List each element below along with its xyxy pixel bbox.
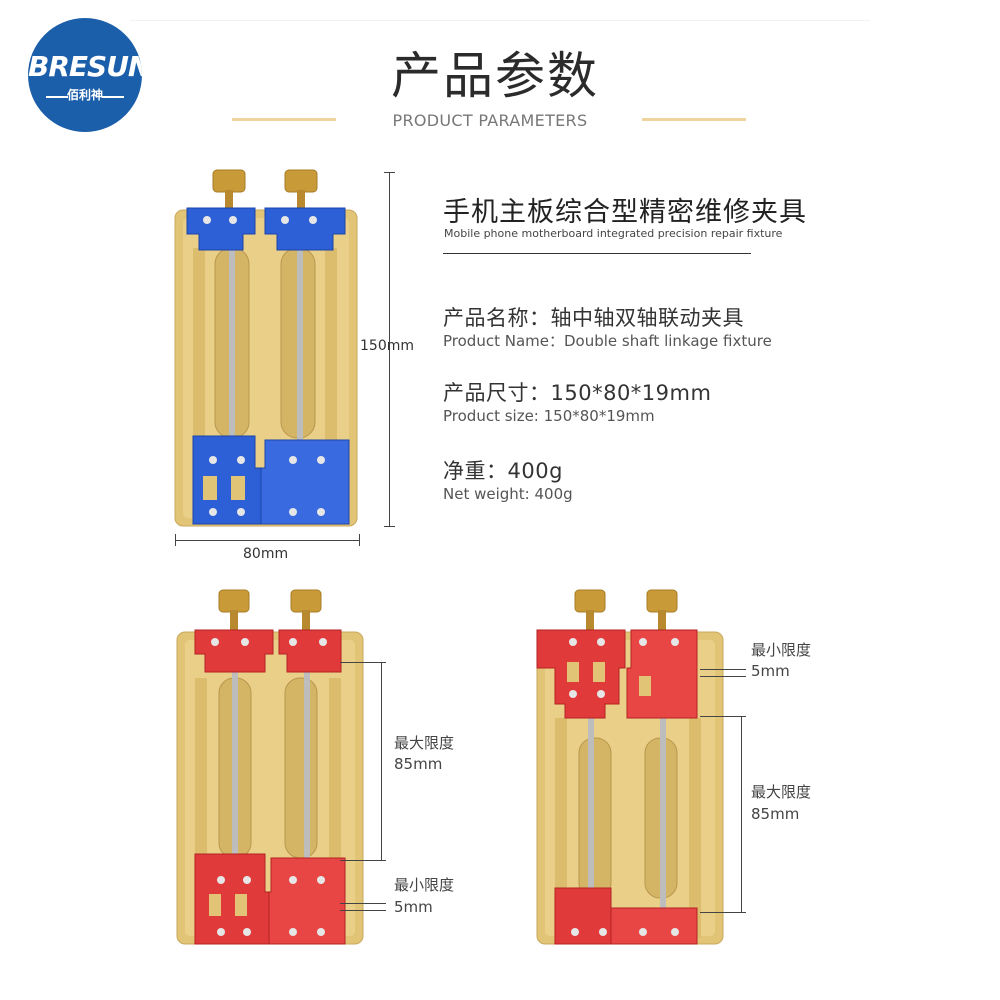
right-max-tick-bottom [700,912,746,913]
top-divider [130,20,870,21]
fixture-red-closed-drawing [536,589,724,945]
logo-line-right [102,96,124,98]
fixture-blue-image [173,168,361,528]
right-max-tick-top [700,716,746,717]
product-name-en: Product Name：Double shaft linkage fixtur… [443,332,772,350]
product-size-en: Product size: 150*80*19mm [443,407,655,425]
height-dimension-line [389,172,390,526]
left-min-limit-label: 最小限度 [394,876,455,894]
right-max-dimension-line [741,716,742,912]
height-dim-tick-bottom [384,526,395,527]
brand-logo: BRESUN 佰利神 [28,18,142,132]
left-min-tick-bottom [340,910,386,911]
left-max-tick-top [340,662,386,663]
section-subtitle: PRODUCT PARAMETERS [392,111,588,130]
logo-wordmark: BRESUN [28,50,142,83]
right-max-limit-label: 最大限度 [751,783,812,801]
left-max-limit-label: 最大限度 [394,734,455,752]
fixture-red-open-drawing [176,589,364,945]
height-dimension-label: 150mm [360,338,414,354]
left-max-dimension-line [381,662,382,860]
product-name-cn: 产品名称：轴中轴双轴联动夹具 [443,306,744,330]
section-title: 产品参数 [391,47,599,105]
left-min-limit-value: 5mm [394,898,433,916]
product-weight-en: Net weight: 400g [443,485,573,503]
logo-subtitle: 佰利神 [66,88,103,102]
width-dimension-label: 80mm [243,546,289,562]
right-min-limit-label: 最小限度 [751,641,812,659]
width-dim-tick-left [175,534,176,546]
product-weight-cn: 净重：400g [443,459,563,483]
heading-accent-right [642,118,746,121]
width-dimension-line [175,540,359,541]
height-dim-tick-top [384,172,395,173]
right-min-limit-value: 5mm [751,662,790,680]
product-title: 手机主板综合型精密维修夹具 [443,197,807,228]
fixture-blue-drawing [174,169,358,527]
left-max-limit-value: 85mm [394,755,443,773]
left-min-tick-top [340,903,386,904]
heading-accent-left [232,118,336,121]
product-size-cn: 产品尺寸：150*80*19mm [443,381,712,405]
left-max-tick-bottom [340,860,386,861]
right-max-limit-value: 85mm [751,805,800,823]
title-underline [443,253,751,254]
fixture-red-closed-image [535,588,725,948]
product-title-en: Mobile phone motherboard integrated prec… [444,227,783,240]
width-dim-tick-right [359,534,360,546]
right-min-tick-bottom [700,676,746,677]
right-min-tick-top [700,669,746,670]
fixture-red-open-image [175,588,365,948]
logo-line-left [46,96,68,98]
